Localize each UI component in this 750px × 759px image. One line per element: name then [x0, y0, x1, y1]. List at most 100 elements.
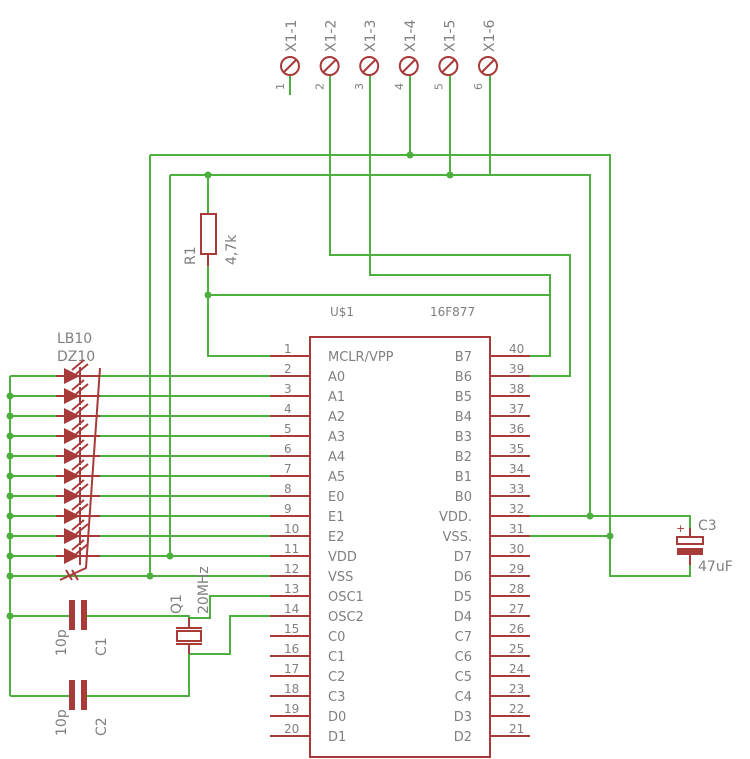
ic-pin-number: 39: [509, 362, 524, 376]
connector-pin-5: X1-5 5: [432, 20, 459, 90]
connector-pin-number: 1: [274, 83, 287, 90]
c3-value: 47uF: [698, 559, 733, 575]
ic-left-pin: 6A4: [270, 442, 345, 465]
ic-left-pin: 4A2: [270, 402, 345, 425]
capacitor-c3: + C3 47uF: [676, 518, 733, 575]
led-segment: [56, 419, 100, 445]
connector-pin-number: 3: [353, 83, 366, 90]
c2-name: C2: [94, 717, 110, 736]
connector-pin-label: X1-3: [363, 20, 379, 52]
ic-pin-name: C3: [328, 690, 345, 705]
ic-pin-name: E1: [328, 510, 345, 525]
ic-pin-name: B0: [455, 490, 472, 505]
connector-pin-number: 6: [472, 83, 485, 90]
ic-pin-number: 3: [284, 382, 292, 396]
capacitor-c1: 10p C1: [54, 600, 110, 656]
ic-pin-number: 2: [284, 362, 292, 376]
ic-pin-name: C0: [328, 630, 345, 645]
ic-pin-name: C7: [455, 630, 472, 645]
ic-pin-number: 20: [284, 722, 299, 736]
wires: [6, 75, 691, 697]
ic-pin-number: 5: [284, 422, 292, 436]
ic-pin-number: 15: [284, 622, 299, 636]
ic-pin-number: 30: [509, 542, 524, 556]
c2-value: 10p: [54, 709, 70, 736]
ic-pin-name: A5: [328, 470, 345, 485]
ic-pin-name: D4: [454, 610, 472, 625]
ic-pin-name: C5: [455, 670, 472, 685]
ic-pin-name: A1: [328, 390, 345, 405]
led-segment: [56, 479, 100, 505]
ic-left-pin: 7A5: [270, 462, 345, 485]
ic-pin-number: 10: [284, 522, 299, 536]
connector-pin-1: X1-11: [274, 20, 300, 90]
ic-pin-name: MCLR/VPP: [328, 350, 394, 365]
ic-left-pin: 2A0: [270, 362, 345, 385]
ic-name: U$1: [330, 305, 354, 319]
led-segment: [56, 359, 100, 385]
ic-pin-name: VDD.: [439, 510, 472, 525]
ic-pin-number: 36: [509, 422, 524, 436]
ic-pin-number: 34: [509, 462, 524, 476]
ic-pin-name: E0: [328, 490, 345, 505]
ic-pin-name: A3: [328, 430, 345, 445]
led-segment: [56, 399, 100, 425]
ic-pin-name: B3: [455, 430, 472, 445]
c1-value: 10p: [54, 629, 70, 656]
ic-pin-name: B5: [455, 390, 472, 405]
r1-name: R1: [183, 246, 199, 265]
c3-name: C3: [698, 518, 717, 534]
ledbar-value: DZ10: [57, 349, 95, 365]
q1-value: 20MHz: [196, 566, 212, 614]
connector-pin-label: X1-6: [482, 19, 498, 52]
ic-pin-name: D1: [328, 730, 346, 745]
ic-pin-number: 18: [284, 682, 299, 696]
ic-pin-number: 27: [509, 602, 524, 616]
ic-pin-name: B7: [455, 350, 472, 365]
ic-pin-number: 22: [509, 702, 524, 716]
connector-pin-2: X1-22: [314, 20, 340, 90]
connector-pin-number: 5: [432, 83, 445, 90]
ic-pin-number: 14: [284, 602, 299, 616]
c1-name: C1: [94, 637, 110, 656]
ic-pin-number: 19: [284, 702, 299, 716]
q1-name: Q1: [169, 594, 185, 614]
ic-pin-number: 29: [509, 562, 524, 576]
connector-pin-label: X1-5: [442, 20, 458, 52]
led-segment: [56, 439, 100, 465]
ic-pin-name: C4: [455, 690, 472, 705]
ic-pin-name: B2: [455, 450, 472, 465]
crystal-q1: Q1 20MHz: [169, 566, 212, 654]
ic-pin-number: 24: [509, 662, 524, 676]
ic-pin-number: 9: [284, 502, 292, 516]
ic-pin-number: 21: [509, 722, 524, 736]
ic-pin-number: 40: [509, 342, 524, 356]
ic-left-pin: 8E0: [270, 482, 345, 505]
ic-pin-name: C6: [455, 650, 472, 665]
ic-pin-number: 26: [509, 622, 524, 636]
